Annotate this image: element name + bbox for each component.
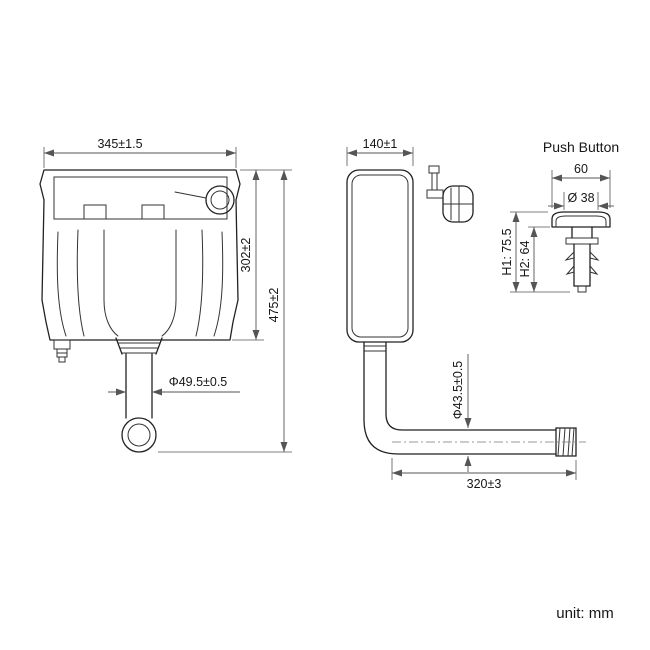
front-view-drawing <box>39 169 241 453</box>
push-button-title: Push Button <box>543 139 619 155</box>
valve-assembly <box>428 165 440 174</box>
outlet-flange-outer <box>121 417 157 453</box>
dim-outlet-diameter: Φ49.5±0.5 <box>169 375 228 389</box>
dim-pipe-length: 320±3 <box>467 477 502 491</box>
dim-button-cap-diameter: Ø 38 <box>567 191 594 205</box>
water-inlet-fitting <box>53 339 71 350</box>
inlet-cap-outer <box>205 185 235 215</box>
unit-label: unit: mm <box>556 605 614 622</box>
dim-front-total-height: 475±2 <box>267 288 281 323</box>
side-view-dimensions: 140±1 Φ43.5±0.5 320±3 <box>346 137 577 491</box>
dim-button-h1: H1: 75.5 <box>500 228 514 275</box>
dim-front-tank-height: 302±2 <box>239 238 253 273</box>
outlet-neck <box>115 337 163 355</box>
dim-button-width: 60 <box>574 162 588 176</box>
side-view-drawing <box>346 165 586 457</box>
dim-button-h2: H2: 64 <box>518 241 532 278</box>
push-button-dimensions: 60 Ø 38 H1: 75.5 H2: 64 <box>500 162 614 293</box>
dim-front-width: 345±1.5 <box>97 137 142 151</box>
dim-side-depth: 140±1 <box>363 137 398 151</box>
inlet-cap-inner <box>210 190 230 210</box>
button-cap <box>551 211 611 228</box>
front-view-dimensions: 345±1.5 302±2 475±2 Φ49.5±0.5 <box>43 137 292 453</box>
push-button-drawing: Push Button <box>543 139 619 293</box>
flush-pipe <box>363 341 557 455</box>
dim-pipe-diameter: Φ43.5±0.5 <box>451 361 465 420</box>
outlet-flange-inner <box>127 423 151 447</box>
